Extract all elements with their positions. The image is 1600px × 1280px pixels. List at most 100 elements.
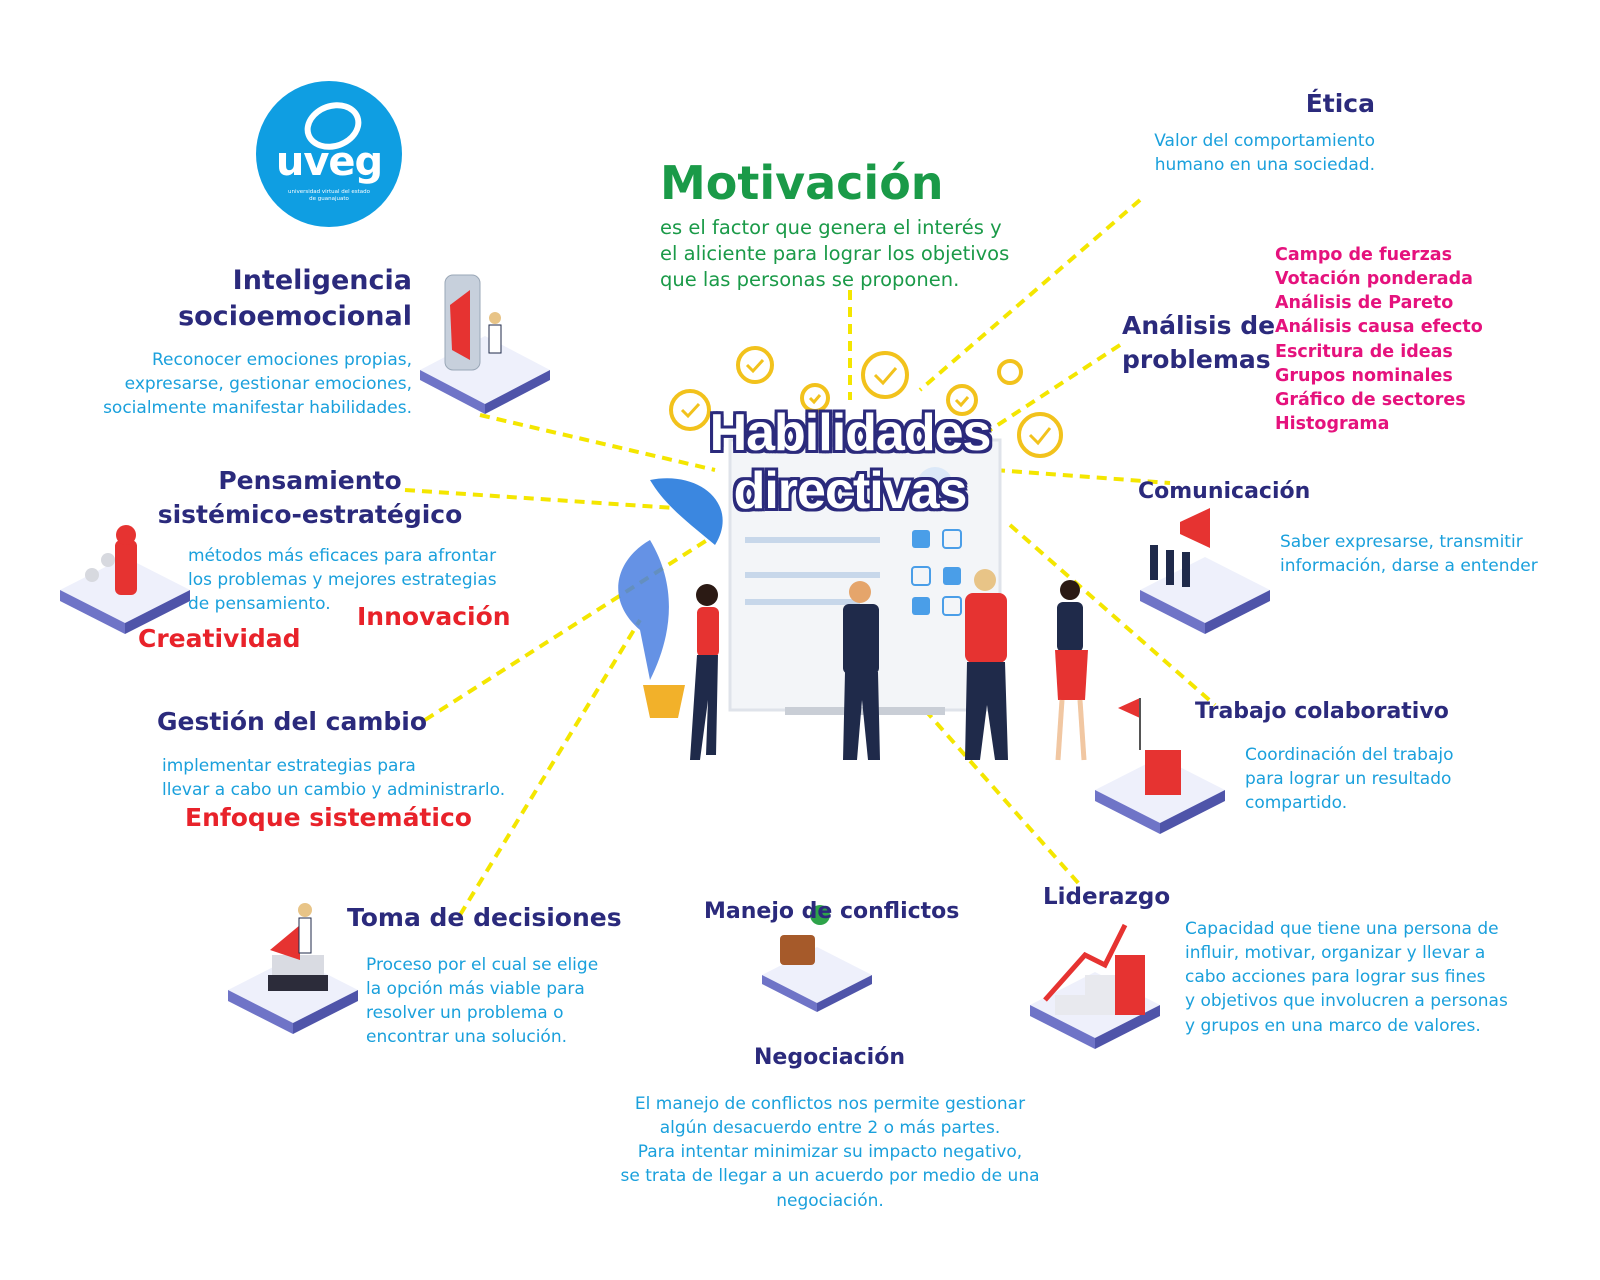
leaf-shape bbox=[650, 478, 723, 545]
conflictos-desc: El manejo de conflictos nos permite gest… bbox=[580, 1092, 1080, 1213]
pensamiento-title-line: Pensamiento bbox=[218, 466, 402, 495]
check-icon bbox=[861, 351, 909, 399]
connector-analisis bbox=[988, 343, 1122, 432]
analisis-tool-item: Grupos nominales bbox=[1275, 365, 1453, 386]
conflictos-title: Manejo de conflictos bbox=[704, 899, 960, 924]
conflictos-desc-line: Para intentar minimizar su impacto negat… bbox=[637, 1142, 1023, 1163]
inteligencia-title-line: socioemocional bbox=[178, 301, 412, 333]
connector-liderazgo bbox=[923, 708, 1082, 887]
inteligencia-desc-line: expresarse, gestionar emociones, bbox=[124, 374, 412, 394]
check-icon bbox=[736, 346, 774, 384]
liderazgo-desc-line: influir, motivar, organizar y llevar a bbox=[1185, 943, 1486, 964]
motivacion-title: Motivación bbox=[660, 156, 944, 210]
check-icon bbox=[946, 384, 978, 416]
liderazgo-desc-line: y grupos en una marco de valores. bbox=[1185, 1015, 1481, 1036]
analisis-tool-item: Campo de fuerzas bbox=[1275, 245, 1452, 265]
trabajo-desc-line: para lograr un resultado bbox=[1245, 769, 1452, 790]
liderazgo-desc-line: y objetivos que involucren a personas bbox=[1185, 991, 1508, 1012]
etica-section: Ética Valor del comportamiento humano en… bbox=[1100, 87, 1375, 177]
platform-trabajo bbox=[1095, 698, 1225, 834]
inteligencia-desc-line: Reconocer emociones propias, bbox=[151, 349, 412, 370]
connector-decisiones bbox=[458, 618, 642, 917]
analisis-tools-list: Campo de fuerzas Votación ponderada Anál… bbox=[1275, 243, 1483, 436]
motivacion-desc-line: el aliciente para lograr los objetivos bbox=[660, 241, 1010, 265]
uveg-logo: uveg universidad virtual del estado de g… bbox=[256, 81, 402, 227]
pensamiento-title: Pensamiento sistémico-estratégico bbox=[150, 464, 470, 532]
etica-desc-line: humano en una sociedad. bbox=[1154, 154, 1375, 175]
inteligencia-title-line: Inteligencia bbox=[232, 265, 412, 296]
cambio-title: Gestión del cambio bbox=[157, 707, 428, 736]
check-icon bbox=[669, 389, 711, 431]
pensamiento-desc-line: los problemas y mejores estrategias bbox=[188, 570, 497, 591]
analisis-title: Análisis de problemas bbox=[1122, 309, 1275, 377]
inteligencia-section: Inteligencia socioemocional Reconocer em… bbox=[30, 263, 412, 420]
trabajo-desc-line: Coordinación del trabajo bbox=[1245, 745, 1454, 765]
logo-subtitle: universidad virtual del estado de guanaj… bbox=[288, 189, 371, 202]
comunicacion-desc-line: información, darse a entender bbox=[1280, 556, 1538, 577]
people-figures bbox=[690, 569, 1088, 761]
comunicacion-desc: Saber expresarse, transmitir información… bbox=[1280, 530, 1538, 578]
trabajo-title: Trabajo colaborativo bbox=[1195, 699, 1449, 724]
platform-inteligencia bbox=[420, 274, 550, 414]
conflictos-desc-line: El manejo de conflictos nos permite gest… bbox=[634, 1094, 1026, 1114]
liderazgo-desc-line: cabo acciones para lograr sus fines bbox=[1185, 967, 1486, 988]
check-coins bbox=[669, 346, 1063, 458]
pensamiento-desc: métodos más eficaces para afrontar los p… bbox=[188, 544, 497, 616]
plant-pot bbox=[643, 685, 685, 718]
decisiones-desc-line: encontrar una solución. bbox=[366, 1027, 567, 1048]
check-icon bbox=[997, 359, 1023, 385]
logo-text: uveg bbox=[275, 139, 383, 185]
center-title: Habilidades directivas bbox=[690, 404, 1010, 520]
connector-cambio bbox=[423, 533, 717, 722]
etica-title: Ética bbox=[1305, 89, 1375, 118]
leaf-shape bbox=[618, 540, 669, 680]
conflictos-desc-line: se trata de llegar a un acuerdo por medi… bbox=[620, 1166, 1040, 1187]
trabajo-desc: Coordinación del trabajo para lograr un … bbox=[1245, 743, 1454, 815]
motivacion-desc-line: que las personas se proponen. bbox=[660, 268, 960, 292]
enfoque-label: Enfoque sistemático bbox=[185, 803, 472, 832]
etica-desc-line: Valor del comportamiento bbox=[1154, 130, 1375, 151]
cambio-desc-line: implementar estrategias para bbox=[162, 756, 416, 776]
motivacion-desc-line: es el factor que genera el interés y bbox=[660, 215, 1002, 239]
platform-comunicacion bbox=[1140, 508, 1270, 634]
center-title-line: Habilidades bbox=[709, 404, 992, 462]
analisis-title-line: Análisis de bbox=[1122, 311, 1276, 340]
platform-conflictos bbox=[762, 905, 872, 1012]
platform-pensamiento bbox=[60, 525, 190, 634]
connector-trabajo bbox=[1008, 523, 1217, 707]
comunicacion-desc-line: Saber expresarse, transmitir bbox=[1280, 532, 1523, 552]
cambio-desc: implementar estrategias para llevar a ca… bbox=[162, 754, 505, 802]
connector-etica bbox=[918, 198, 1142, 392]
pensamiento-desc-line: métodos más eficaces para afrontar bbox=[188, 546, 497, 566]
pensamiento-desc-line: de pensamiento. bbox=[188, 594, 331, 615]
cambio-desc-line: llevar a cabo un cambio y administrarlo. bbox=[162, 780, 506, 801]
analisis-tool-item: Escritura de ideas bbox=[1275, 341, 1453, 362]
analisis-tool-item: Análisis causa efecto bbox=[1275, 317, 1483, 338]
motivacion-section: Motivación es el factor que genera el in… bbox=[660, 158, 1009, 294]
conflictos-desc-line: negociación. bbox=[776, 1190, 884, 1211]
connector-comunicacion bbox=[994, 468, 1171, 485]
decisiones-desc-line: Proceso por el cual se elige bbox=[366, 955, 599, 975]
negociacion-title: Negociación bbox=[754, 1045, 905, 1070]
liderazgo-desc-line: Capacidad que tiene una persona de bbox=[1185, 919, 1499, 939]
check-icon bbox=[1017, 412, 1063, 458]
analisis-tool-item: Gráfico de sectores bbox=[1275, 389, 1466, 410]
analisis-title-line: problemas bbox=[1122, 344, 1271, 374]
pensamiento-title-line: sistémico-estratégico bbox=[157, 499, 463, 529]
analisis-tool-item: Histograma bbox=[1275, 413, 1390, 434]
trabajo-desc-line: compartido. bbox=[1245, 793, 1348, 814]
decisiones-desc: Proceso por el cual se elige la opción m… bbox=[366, 953, 598, 1050]
decisiones-desc-line: la opción más viable para bbox=[366, 979, 585, 1000]
creatividad-label: Creatividad bbox=[138, 624, 301, 653]
check-icon bbox=[800, 383, 830, 413]
innovacion-label: Innovación bbox=[357, 602, 511, 631]
center-title-line: directivas bbox=[733, 462, 968, 521]
comunicacion-title: Comunicación bbox=[1138, 479, 1311, 504]
platform-liderazgo bbox=[1030, 923, 1160, 1049]
liderazgo-title: Liderazgo bbox=[1043, 884, 1171, 910]
analisis-tool-item: Análisis de Pareto bbox=[1275, 293, 1454, 314]
analisis-tool-item: Votación ponderada bbox=[1275, 269, 1473, 290]
inteligencia-desc-line: socialmente manifestar habilidades. bbox=[103, 398, 412, 419]
platform-decisiones bbox=[228, 903, 358, 1034]
